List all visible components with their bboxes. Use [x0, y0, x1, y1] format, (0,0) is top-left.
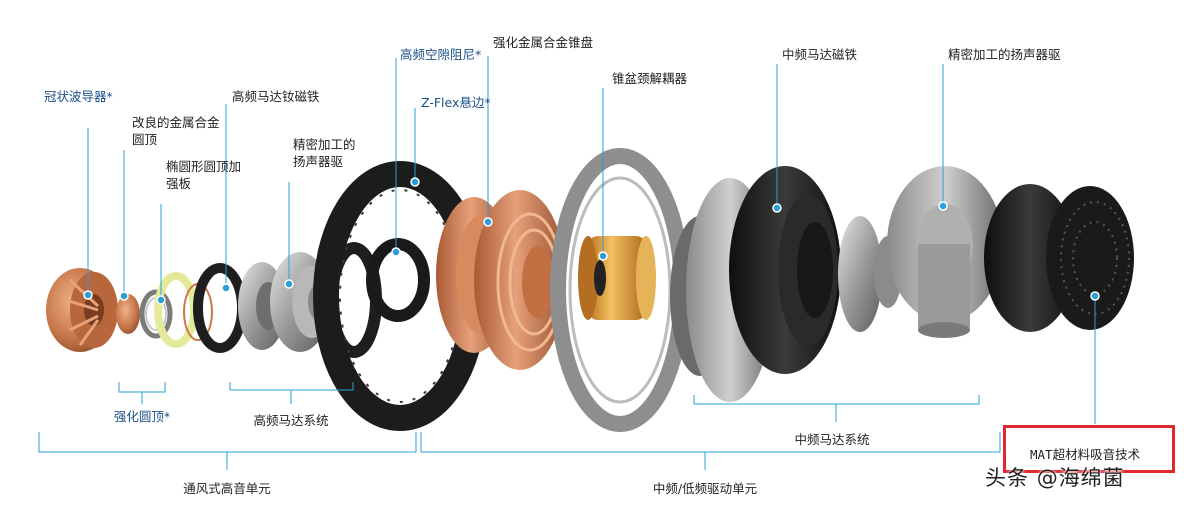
group-tweeter-unit: 通风式高音单元 [183, 481, 271, 496]
hf-gap-damper-ring-part [366, 238, 430, 322]
mat-highlight-box [1003, 425, 1175, 473]
label-hf-chassis: 精密加工的扬声器驱 [293, 137, 356, 169]
mf-pole-piece-part [838, 216, 882, 332]
label-oval-plate: 椭圆形圆顶加强板 [166, 159, 242, 191]
group-reinforced-dome: 强化圆顶* [113, 409, 171, 424]
label-gap-damper: 高频空隙阻尼* [400, 47, 482, 62]
group-mf-motor: 中频马达系统 [794, 432, 870, 447]
leader-lines [38, 56, 1096, 470]
label-zflex: Z-Flex悬边* [421, 95, 491, 110]
label-metal-dome: 改良的金属合金圆顶 [132, 115, 220, 147]
metal-cone-part [436, 190, 566, 370]
mf-magnet-part [729, 166, 841, 374]
metal-dome-part [116, 294, 140, 334]
group-mid-woofer-unit: 中频/低频驱动单元 [652, 481, 758, 496]
label-hf-magnet: 高频马达钕磁铁 [232, 89, 320, 104]
leader-dots [83, 177, 1100, 305]
watermark-handle: @海绵菌 [1036, 466, 1125, 490]
decoupler-part [578, 236, 656, 320]
group-mat: MAT超材料吸音技术 [1030, 447, 1141, 462]
hf-black-ring-part [193, 263, 247, 353]
label-waveguide: 冠状波导器* [44, 89, 113, 104]
group-hf-motor: 高频马达系统 [253, 413, 329, 428]
label-mf-chassis: 精密加工的扬声器驱 [948, 47, 1061, 62]
label-mf-magnet: 中频马达磁铁 [782, 47, 858, 62]
watermark-prefix: 头条 [985, 466, 1029, 490]
mat-absorber-part [984, 184, 1134, 332]
waveguide-part [46, 268, 118, 352]
label-decoupler: 锥盆颈解耦器 [612, 71, 688, 86]
label-metal-cone: 强化金属合金锥盘 [493, 35, 594, 50]
mf-chassis-part [887, 166, 1003, 338]
watermark: 头条 @海绵菌 [985, 462, 1125, 492]
